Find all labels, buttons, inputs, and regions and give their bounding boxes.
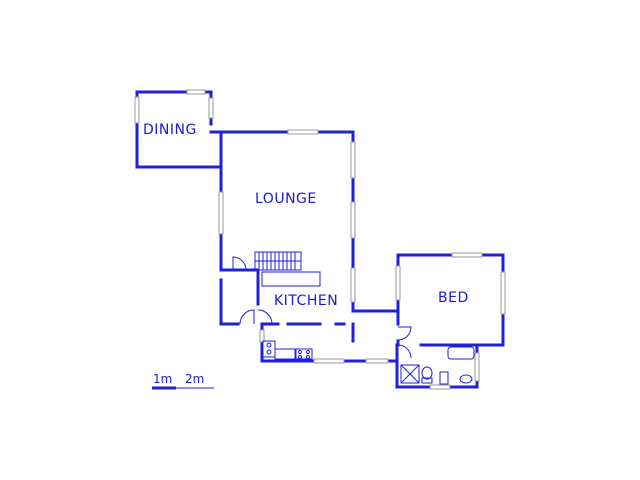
door-kitchen: [239, 309, 255, 325]
scale-label-1m: 1m: [153, 372, 173, 386]
door-kitchen-east: [257, 309, 273, 325]
toilet-bowl: [421, 366, 433, 380]
windows: [134, 89, 506, 390]
shower: [400, 364, 420, 384]
door-bed: [397, 326, 412, 341]
window-kitchen-south: [313, 358, 345, 364]
window-dining-west: [134, 96, 140, 124]
window-lounge-east-2: [350, 201, 356, 239]
window-bathroom-east: [474, 352, 480, 382]
scale-label-2m: 2m: [185, 372, 205, 386]
window-lounge-east-3: [350, 267, 356, 303]
basin: [439, 371, 449, 385]
fixtures: [262, 340, 475, 385]
kitchen-counter: [261, 271, 321, 287]
doors: [232, 256, 412, 359]
window-passage-south: [365, 358, 389, 364]
window-bed-north: [451, 252, 483, 258]
bathtub: [447, 346, 475, 360]
room-label-bed: BED: [438, 290, 469, 306]
window-kitchen-west: [259, 329, 265, 343]
window-lounge-north: [287, 129, 319, 135]
window-dining-east: [208, 97, 214, 119]
kitchen-unit: [274, 348, 296, 360]
window-bed-east: [500, 271, 506, 315]
kitchen-stove: [295, 348, 313, 360]
door-bathroom: [397, 344, 412, 359]
window-dining-north: [186, 89, 206, 95]
door-stairs: [232, 256, 247, 271]
room-label-lounge: LOUNGE: [255, 191, 317, 207]
window-bed-west: [395, 265, 401, 301]
toilet-cistern: [421, 377, 433, 384]
window-bathroom-south: [429, 384, 451, 390]
window-lounge-east-1: [350, 141, 356, 179]
window-lounge-west: [218, 191, 224, 235]
room-label-kitchen: KITCHEN: [274, 293, 339, 309]
room-label-dining: DINING: [143, 122, 197, 138]
basin-bowl: [459, 374, 473, 384]
staircase: [254, 251, 321, 287]
